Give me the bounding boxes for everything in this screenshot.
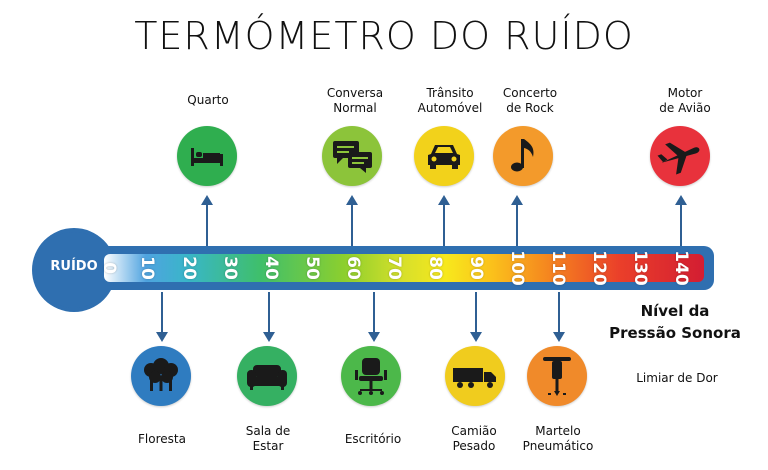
tick-100: 100 — [507, 250, 527, 286]
label-floresta: Floresta — [138, 432, 186, 446]
tick-10: 10 — [137, 256, 157, 280]
arrow-conversa — [346, 195, 358, 247]
arrow-transito — [438, 195, 450, 247]
jackhammer-icon — [527, 346, 587, 406]
truck-icon — [445, 346, 505, 406]
arrow-motor — [675, 195, 687, 247]
tick-30: 30 — [220, 256, 240, 280]
bed-icon — [177, 126, 237, 186]
arrow-sala — [263, 292, 275, 342]
tick-40: 40 — [261, 256, 281, 280]
trees-icon — [131, 346, 191, 406]
thermometer-scale — [104, 254, 704, 282]
thermometer-label: RUÍDO — [50, 259, 98, 274]
office-chair-icon — [341, 346, 401, 406]
tick-0: 0 — [99, 262, 119, 274]
arrow-quarto — [201, 195, 213, 247]
tick-90: 90 — [466, 256, 486, 280]
tick-110: 110 — [548, 250, 568, 286]
label-quarto: Quarto — [187, 93, 229, 107]
pain-threshold-label: Limiar de Dor — [636, 371, 718, 385]
tick-60: 60 — [343, 256, 363, 280]
tick-70: 70 — [384, 256, 404, 280]
label-escritorio: Escritório — [344, 432, 402, 446]
arrow-concerto — [511, 195, 523, 247]
arrow-camiao — [470, 292, 482, 342]
arrow-floresta — [156, 292, 168, 342]
arrow-martelo — [553, 292, 565, 342]
sofa-icon — [237, 346, 297, 406]
tick-50: 50 — [302, 256, 322, 280]
thermometer-bulb — [36, 232, 112, 308]
arrow-escritorio — [368, 292, 380, 342]
tick-120: 120 — [589, 250, 609, 286]
page-title: TERMÓMETRO DO RUÍDO — [134, 14, 634, 58]
tick-130: 130 — [630, 250, 650, 286]
tick-20: 20 — [179, 256, 199, 280]
tick-80: 80 — [425, 256, 445, 280]
speech-bubbles-icon — [322, 126, 382, 186]
music-note-icon — [493, 126, 553, 186]
tick-140: 140 — [671, 250, 691, 286]
airplane-icon — [650, 126, 710, 186]
car-icon — [414, 126, 474, 186]
